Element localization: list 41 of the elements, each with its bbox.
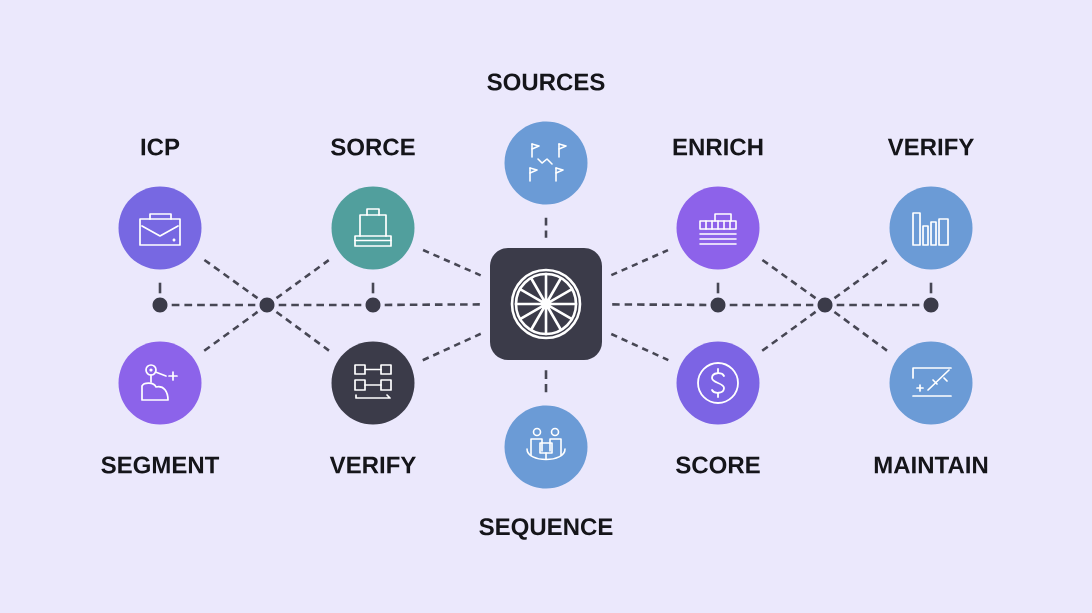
dashed-line xyxy=(929,282,933,294)
dashed-line xyxy=(610,248,669,277)
step-label: SOURCES xyxy=(487,73,605,91)
dashed-line xyxy=(203,310,259,352)
dashed-line xyxy=(278,303,362,307)
step-label: MAINTAIN xyxy=(874,456,988,474)
dashed-line xyxy=(422,248,482,277)
step-label: SCORE xyxy=(676,456,760,474)
dashed-line xyxy=(422,332,482,362)
step-label: ICP xyxy=(141,138,180,156)
step-label: ENRICH xyxy=(673,138,763,156)
dashed-line xyxy=(544,370,548,393)
step-label: SEGMENT xyxy=(101,456,220,474)
junction-dot xyxy=(365,297,381,313)
dashed-line xyxy=(833,310,888,352)
junction-dot xyxy=(710,297,726,313)
junction-dot xyxy=(817,297,833,313)
dashed-line xyxy=(610,332,669,362)
wheel-icon xyxy=(490,248,602,360)
dashed-line xyxy=(833,259,888,300)
junction-dot xyxy=(923,297,939,313)
step-label: VERIFY xyxy=(887,138,974,156)
dashed-line xyxy=(612,303,707,307)
dashed-line xyxy=(275,259,330,300)
dashed-line xyxy=(544,217,548,238)
dashed-line xyxy=(836,303,920,307)
dashed-line xyxy=(371,282,375,294)
dashed-line xyxy=(384,303,480,307)
dashed-line xyxy=(761,258,817,300)
junction-dot xyxy=(259,297,275,313)
step-label: SEQUENCE xyxy=(479,518,613,540)
dashed-line xyxy=(275,310,330,352)
dashed-line xyxy=(171,303,256,307)
dashed-line xyxy=(716,282,720,294)
dashed-line xyxy=(158,282,162,294)
step-label: VERIFY xyxy=(329,456,416,474)
step-label: SORCE xyxy=(331,138,415,156)
dashed-line xyxy=(203,258,259,300)
dashed-line xyxy=(729,303,814,307)
dashed-line xyxy=(761,310,817,352)
junction-dot xyxy=(152,297,168,313)
